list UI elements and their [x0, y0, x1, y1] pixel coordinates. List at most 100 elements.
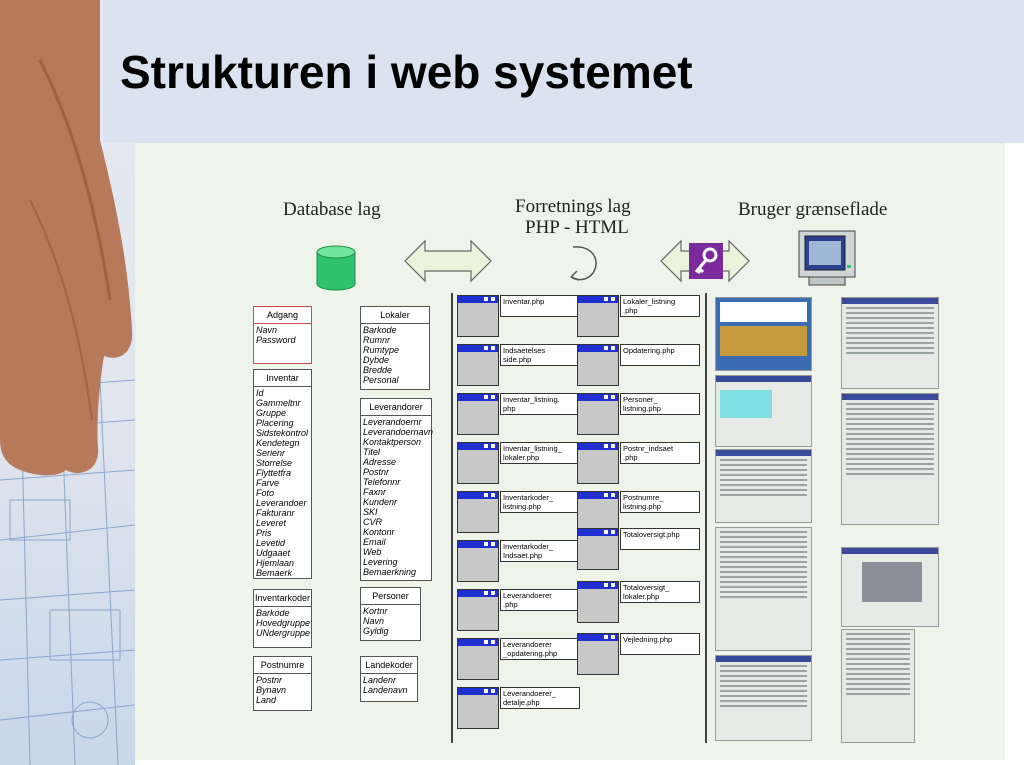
entity-field: Hovedgruppe [256, 618, 311, 628]
entity-name: Lokaler [361, 307, 429, 324]
entity-field: Land [256, 695, 277, 705]
entity-field: Pris [256, 528, 272, 538]
page-label: lokaler.php [503, 453, 540, 462]
entity-field: Navn [256, 325, 278, 335]
entity-field: Bynavn [256, 685, 287, 695]
entity-field: Password [256, 335, 296, 345]
entity-field: Email [363, 537, 386, 547]
page-label: Lokaler_listning [623, 297, 676, 306]
page-label: Inventar_listning_ [503, 444, 562, 453]
php-page: Inventar.php [457, 295, 580, 337]
page-label: Totaloversigt_ [623, 583, 670, 592]
page-label: Inventarkoder_ [503, 493, 554, 502]
entity-leverandorer: Leverandorer Leverandoernr Leverandoerna… [360, 398, 434, 581]
page-label: Postnumre_ [623, 493, 664, 502]
entity-field: Flyttetfra [256, 468, 292, 478]
title-bar [103, 0, 1024, 143]
php-page: Leverandoerer.php [457, 589, 580, 631]
entity-field: Gyldig [363, 626, 389, 636]
page-label: listning.php [503, 502, 541, 511]
page-label: Leverandoerer_ [503, 689, 556, 698]
page-label: Opdatering.php [623, 346, 675, 355]
entity-field: Barkode [363, 325, 397, 335]
entity-name: Adgang [254, 307, 311, 324]
entity-field: Sidstekontrol [256, 428, 309, 438]
cycle-arrow-icon [570, 246, 597, 281]
entity-field: Leveret [256, 518, 287, 528]
page-label: Inventarkoder_ [503, 542, 554, 551]
entity-field: Id [256, 388, 264, 398]
entity-field: Foto [256, 488, 275, 498]
entity-field: Kortnr [363, 606, 388, 616]
php-page: Inventar_listning_lokaler.php [457, 442, 580, 484]
ui-layer-label: Bruger grænseflade [738, 199, 888, 220]
php-page: Postnr_indsaet.php [577, 442, 700, 484]
entity-field: Kontonr [363, 527, 395, 537]
entity-inventarkoder: Inventarkoder Barkode Hovedgruppe UNderg… [253, 589, 312, 648]
entity-inventar: Inventar Id Gammeltnr Gruppe Placering S… [253, 369, 312, 579]
entity-name: Inventar [254, 370, 311, 387]
ui-screenshot-thumbnail [841, 547, 939, 627]
entity-field: Gammeltnr [256, 398, 301, 408]
ui-screenshot-thumbnail [715, 655, 812, 741]
entity-field: CVR [363, 517, 383, 527]
entity-name: Personer [361, 588, 420, 605]
slide-title: Strukturen i web systemet [120, 46, 693, 98]
entity-field: Postnr [363, 467, 390, 477]
key-icon [689, 243, 723, 279]
page-label: detalje.php [503, 698, 540, 707]
php-page: Inventarkoder_Indsaet.php [457, 540, 580, 582]
php-page: Leverandoerer_detalje.php [457, 687, 580, 729]
database-layer-label: Database lag [283, 199, 381, 220]
entity-field: Landenr [363, 675, 397, 685]
entity-name: Landekoder [361, 657, 417, 674]
page-label: lokaler.php [623, 592, 660, 601]
database-icon [316, 245, 356, 291]
php-page: Inventar_listning.php [457, 393, 580, 435]
entity-field: Faxnr [363, 487, 387, 497]
entity-field: Bemaerkning [363, 567, 417, 577]
business-layer-label: Forretnings lag [515, 196, 631, 217]
computer-icon [798, 230, 856, 286]
page-label: Leverandoerer [503, 591, 552, 600]
architecture-diagram: Database lag Forretnings lag PHP - HTML … [135, 143, 1005, 760]
entity-postnumre: Postnumre Postnr Bynavn Land [253, 656, 312, 711]
entity-field: Leverandoernavn [363, 427, 434, 437]
page-label: Indsaetelses [503, 346, 546, 355]
entity-field: Adresse [363, 457, 397, 467]
page-label: Inventar.php [503, 297, 545, 306]
ui-screenshot-thumbnail [841, 629, 915, 743]
php-page: Inventarkoder_listning.php [457, 491, 580, 533]
php-page: Postnumre_listning.php [577, 491, 700, 533]
entity-adgang: Adgang Navn Password [253, 306, 312, 364]
ui-screenshot-thumbnail [715, 527, 812, 651]
page-label: _opdatering.php [503, 649, 558, 658]
page-label: .php [503, 600, 518, 609]
entity-field: SKI [363, 507, 378, 517]
php-page: Totaloversigt_lokaler.php [577, 581, 700, 623]
entity-field: UNdergruppe [256, 628, 311, 638]
entity-field: Landenavn [363, 685, 408, 695]
page-label: .php [623, 306, 638, 315]
entity-field: Leverandoernr [363, 417, 422, 427]
entity-field: Fakturanr [256, 508, 295, 518]
entity-field: Bredde [363, 365, 393, 375]
layer-divider [705, 293, 707, 743]
entity-field: Hjemlaan [256, 558, 295, 568]
ui-screenshot-thumbnail [841, 393, 939, 525]
entity-field: Barkode [256, 608, 290, 618]
page-label: Inventar_listning. [503, 395, 560, 404]
ui-screenshot-thumbnail [841, 297, 939, 389]
entity-field: Serienr [256, 448, 286, 458]
page-label: Personer_ [623, 395, 658, 404]
entity-field: Bemaerk [256, 568, 293, 578]
php-page: Leverandoerer_opdatering.php [457, 638, 580, 680]
php-page: Opdatering.php [577, 344, 700, 386]
entity-field: Kendetegn [256, 438, 300, 448]
ui-screenshot-thumbnail [715, 449, 812, 523]
entity-field: Web [363, 547, 382, 557]
page-label: Indsaet.php [503, 551, 543, 560]
php-page: Vejledning.php [577, 633, 700, 675]
entity-field: Levetid [256, 538, 286, 548]
